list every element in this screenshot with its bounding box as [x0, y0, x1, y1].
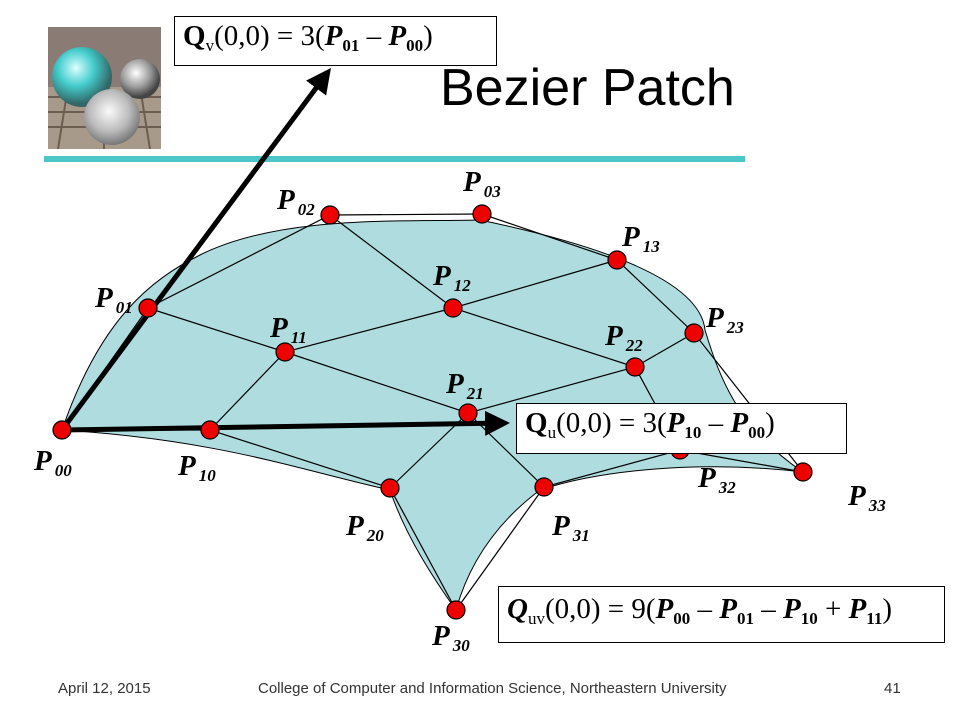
label-letter: P	[446, 368, 464, 400]
label-subscript: 31	[572, 526, 590, 545]
label-letter: P	[346, 510, 364, 542]
label-letter: P	[34, 445, 52, 477]
control-point-p02	[320, 205, 340, 225]
footer-page-number: 41	[884, 680, 901, 697]
label-letter: P	[277, 184, 295, 216]
label-letter: P	[698, 462, 716, 494]
control-point-p01	[138, 298, 158, 318]
label-subscript: 00	[54, 461, 72, 480]
grid-col-3	[481, 213, 804, 473]
grid-row-1	[209, 259, 618, 431]
control-point-p23	[684, 323, 704, 343]
control-point-p22	[625, 357, 645, 377]
qv-equation-box: Qv(0,0) = 3(P01 – P00)	[174, 16, 497, 66]
control-point-p13	[607, 250, 627, 270]
label-letter: P	[622, 221, 640, 253]
label-letter: P	[95, 282, 113, 314]
label-subscript: 02	[297, 200, 315, 219]
control-point-p03	[472, 204, 492, 224]
control-point-p21	[458, 403, 478, 423]
raytraced-spheres-thumbnail	[48, 27, 161, 149]
label-subscript: 30	[452, 636, 470, 655]
label-letter: P	[270, 312, 288, 344]
label-letter: P	[706, 302, 724, 334]
control-point-p31	[534, 477, 554, 497]
label-subscript: 13	[642, 237, 660, 256]
label-subscript: 11	[290, 328, 307, 347]
label-letter: P	[605, 320, 623, 352]
control-point-p20	[380, 478, 400, 498]
control-point-p33	[793, 462, 813, 482]
label-letter: P	[463, 166, 481, 198]
label-subscript: 10	[198, 466, 216, 485]
label-letter: P	[432, 620, 450, 652]
label-subscript: 20	[366, 526, 384, 545]
label-subscript: 23	[726, 318, 744, 337]
label-subscript: 21	[466, 384, 484, 403]
control-point-p00	[52, 420, 72, 440]
label-subscript: 33	[868, 496, 886, 515]
slide-title: Bezier Patch	[440, 59, 735, 117]
footer-organization: College of Computer and Information Scie…	[258, 680, 727, 697]
title-accent-rule	[44, 156, 745, 162]
qu-equation-box: Qu(0,0) = 3(P10 – P00)	[516, 403, 847, 454]
label-letter: P	[552, 510, 570, 542]
label-subscript: 22	[625, 336, 643, 355]
label-subscript: 12	[453, 276, 471, 295]
label-letter: P	[848, 480, 866, 512]
control-point-p12	[443, 298, 463, 318]
label-subscript: 32	[718, 478, 736, 497]
quv-equation-box: Quv(0,0) = 9(P00 – P01 – P10 + P11)	[498, 586, 945, 643]
grid-row-2	[389, 332, 695, 489]
label-letter: P	[433, 260, 451, 292]
grid-col-1	[147, 307, 545, 488]
patch-surface	[61, 219, 804, 612]
control-point-p11	[275, 342, 295, 362]
qu-arrow	[61, 410, 510, 436]
control-point-p30	[446, 600, 466, 620]
label-letter: P	[178, 450, 196, 482]
footer-date: April 12, 2015	[58, 680, 151, 697]
label-subscript: 01	[115, 298, 133, 317]
control-point-p10	[200, 420, 220, 440]
qv-arrow	[59, 67, 331, 432]
grid-row-3	[455, 449, 804, 611]
label-subscript: 03	[483, 182, 501, 201]
